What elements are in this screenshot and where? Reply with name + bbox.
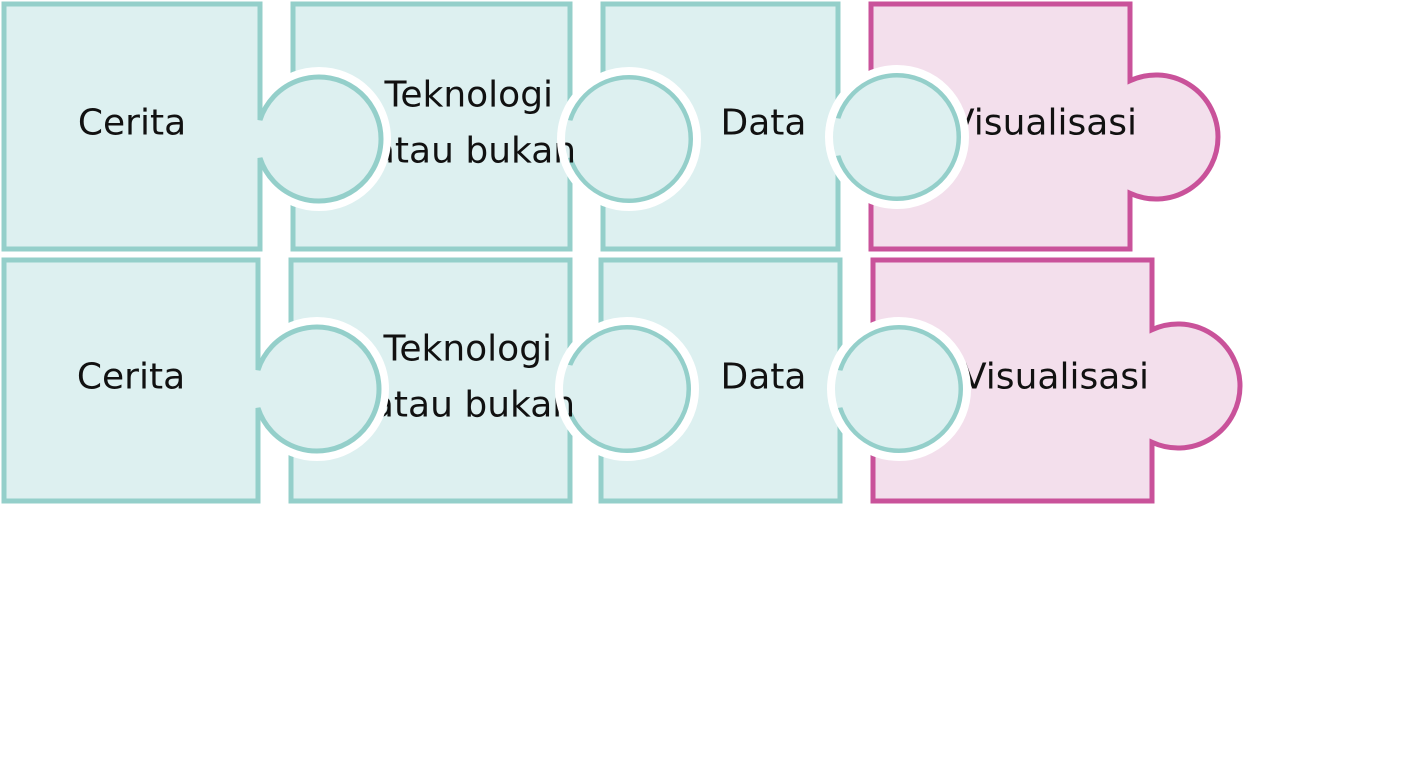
piece-label-line: Visualisasi: [950, 103, 1137, 144]
piece-label: Visualisasi: [950, 103, 1137, 144]
puzzle-piece-cerita: Cerita: [1, 257, 382, 504]
piece-label-line: atau bukan: [373, 131, 576, 172]
piece-label: Visualisasi: [962, 357, 1149, 398]
piece-label-line: atau bukan: [372, 385, 575, 426]
puzzle-piece-data: Data: [600, 1, 962, 252]
puzzle-row-bottom: Visualisasi Data Teknologi atau bukan Ce…: [1, 257, 1243, 504]
knob-gap: [557, 67, 701, 211]
puzzle-piece-shape: [1, 1, 384, 252]
puzzle-piece-data: Data: [598, 257, 964, 504]
piece-label-line: Teknologi: [383, 75, 553, 116]
puzzle-piece-shape: [1, 257, 382, 504]
puzzle-piece-cerita: Cerita: [1, 1, 384, 252]
piece-label: Cerita: [78, 103, 186, 144]
piece-label: Data: [721, 357, 807, 398]
piece-label: Teknologi atau bukan: [373, 75, 576, 172]
knob-gap: [827, 317, 971, 461]
piece-label-line: Data: [721, 103, 807, 144]
piece-label-line: Data: [721, 357, 807, 398]
puzzle-row-top: Visualisasi Data Teknologi atau bukan Ce…: [1, 1, 1221, 252]
piece-label: Data: [721, 103, 807, 144]
puzzle-piece-visualisasi: Visualisasi: [870, 257, 1243, 504]
piece-label-line: Cerita: [77, 357, 185, 398]
piece-label-line: Cerita: [78, 103, 186, 144]
knob-gap: [825, 65, 969, 209]
piece-label: Cerita: [77, 357, 185, 398]
piece-label-line: Visualisasi: [962, 357, 1149, 398]
piece-label-line: Teknologi: [382, 329, 552, 370]
knob-gap: [555, 317, 699, 461]
piece-label: Teknologi atau bukan: [372, 329, 575, 426]
